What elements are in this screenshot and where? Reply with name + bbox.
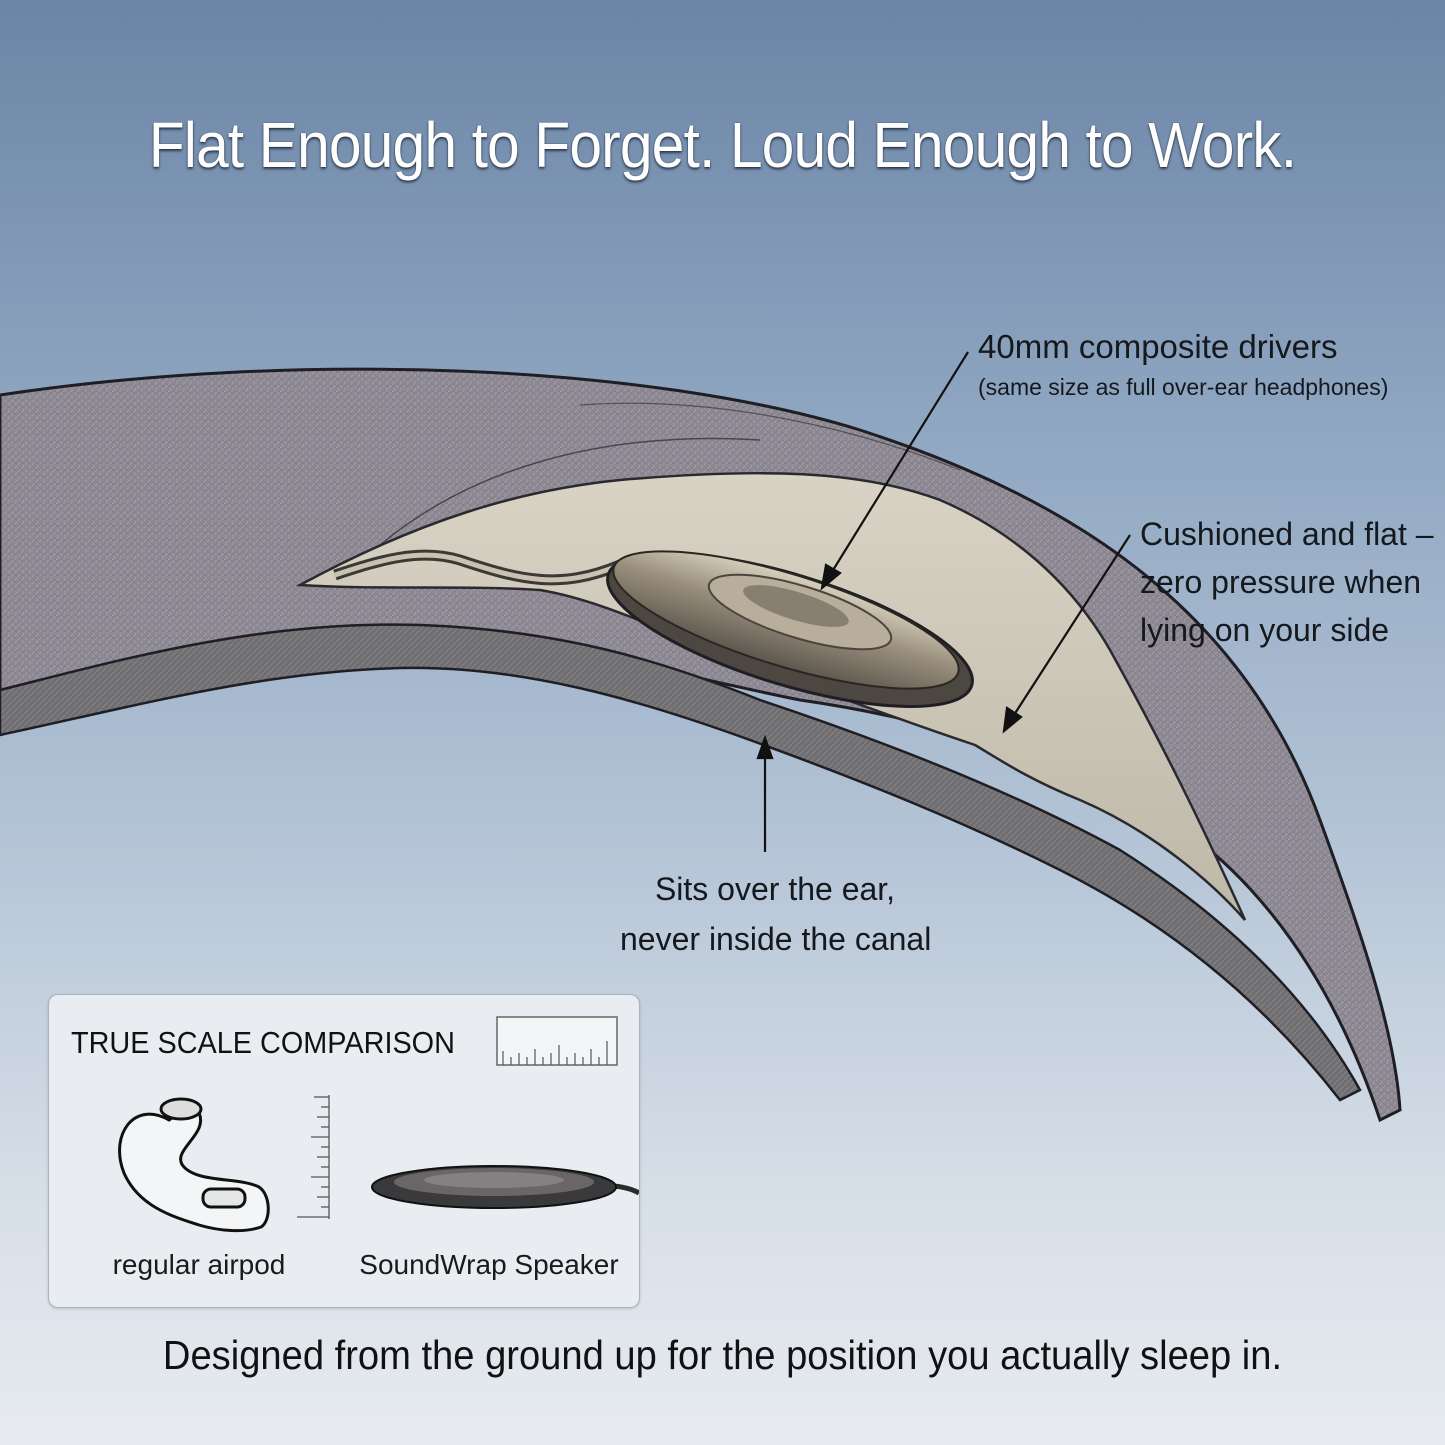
footer-tagline: Designed from the ground up for the posi…: [162, 1332, 1283, 1378]
sits-callout: Sits over the ear, never inside the cana…: [620, 864, 932, 964]
horizontal-ruler-icon: [496, 1016, 618, 1066]
scale-comparison-title: TRUE SCALE COMPARISON: [71, 1025, 455, 1060]
cushion-callout: Cushioned and flat – zero pressure when …: [1140, 510, 1434, 654]
airpod-label: regular airpod: [112, 1249, 286, 1280]
drivers-callout-subtitle: (same size as full over-ear headphones): [978, 374, 1389, 400]
drivers-callout-title: 40mm composite drivers: [978, 328, 1338, 365]
cushion-callout-line: lying on your side: [1140, 612, 1390, 648]
cushion-callout-line: zero pressure when: [1140, 564, 1422, 600]
airpod-icon: [118, 1097, 270, 1233]
fabric-lower-layer: [0, 623, 1362, 1102]
vertical-ruler-icon: [297, 1095, 330, 1219]
arrow-sits: [756, 734, 774, 852]
soundwrap-label: SoundWrap Speaker: [359, 1249, 619, 1280]
cushion-callout-line: Cushioned and flat –: [1140, 516, 1434, 552]
driver-disc: [606, 550, 974, 709]
arrow-cushion: [1002, 534, 1131, 734]
scale-comparison-art: [118, 1016, 639, 1233]
sits-callout-line: Sits over the ear,: [654, 871, 896, 907]
arrow-drivers: [820, 351, 969, 591]
headline: Flat Enough to Forget. Loud Enough to Wo…: [148, 109, 1297, 181]
sits-callout-line: never inside the canal: [620, 921, 932, 957]
soundwrap-speaker-icon: [371, 1165, 639, 1209]
scale-comparison-panel: TRUE SCALE COMPARISON regular airpod Sou…: [48, 994, 640, 1308]
